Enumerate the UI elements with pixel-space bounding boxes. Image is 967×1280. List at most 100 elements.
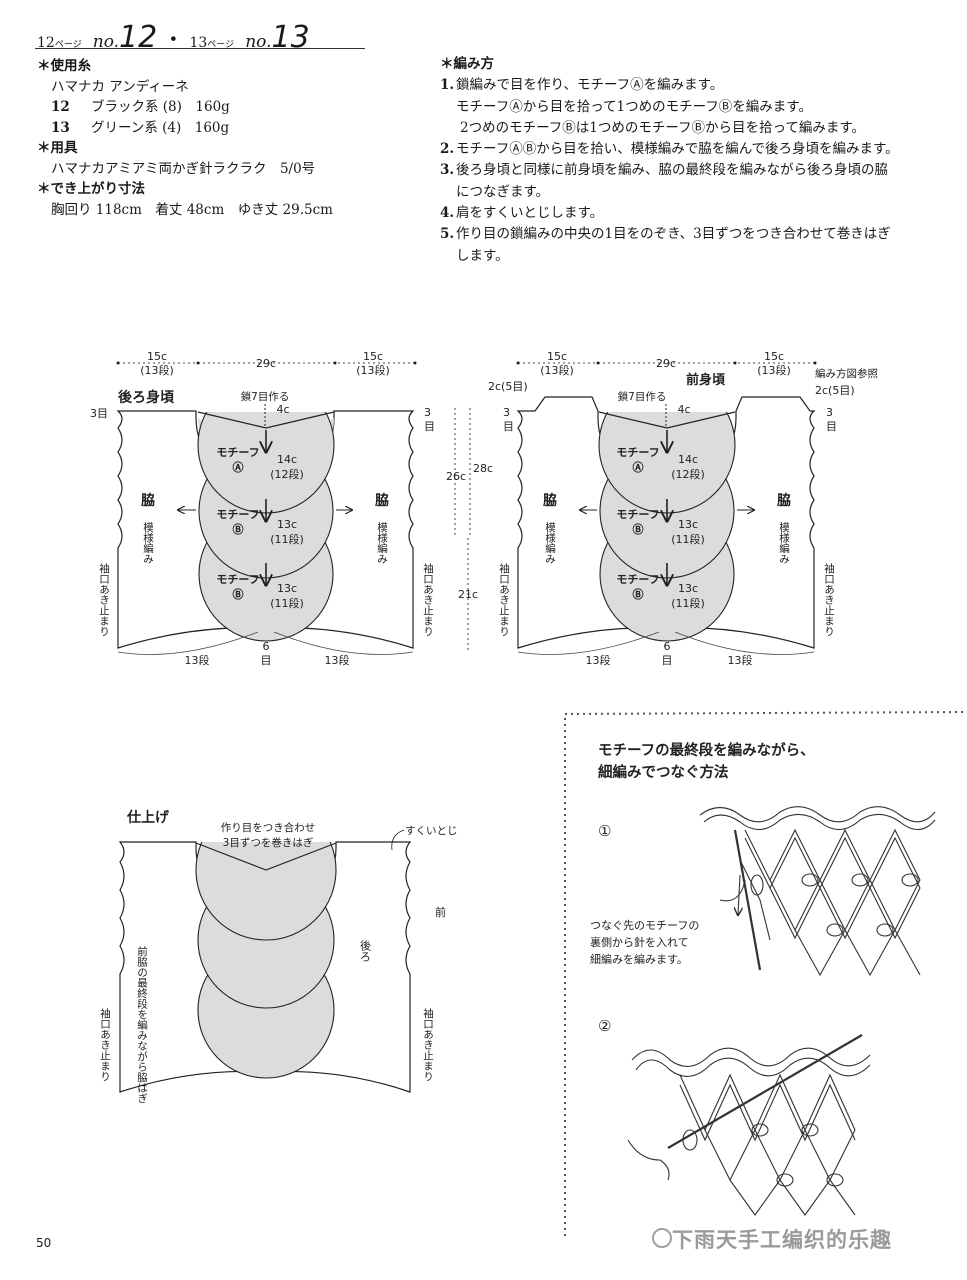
howto-step-2: ② <box>598 1017 611 1035</box>
yarn-row-id: 12 <box>51 99 70 115</box>
front-motif-b2-rows: (11段) <box>671 596 705 610</box>
front-shoulder-right: 2c(5目) <box>815 384 855 397</box>
step-text: 鎖編みで目を作り、モチーフⒶを編みます。 <box>456 77 724 94</box>
back-dim-29: 29c <box>256 357 276 370</box>
front-pattern-ref: 編み方図参照 <box>815 367 878 380</box>
step-number: 2. <box>440 141 455 158</box>
materials-section: ＊使用糸 ハマナカ アンディーネ 12 ブラック系 (8) 160g 13 グリーン… <box>37 56 333 220</box>
step-number: 5. <box>440 226 455 243</box>
back-height-26: 26c <box>446 470 466 483</box>
front-cuff-left: 袖口あき止まり <box>498 562 510 636</box>
howto-desc-2: 裏側から針を入れて <box>590 935 689 949</box>
back-dim-15-left: 15c <box>147 350 167 363</box>
back-bottom-left: 13段 <box>185 653 210 667</box>
back-pattern-right: 模様編み <box>376 522 388 564</box>
back-motif-a-letter: Ⓐ <box>233 460 244 474</box>
back-dim-4: 4c <box>276 403 289 416</box>
crochet-illustration-1 <box>699 806 936 977</box>
back-bottom-center-2: 目 <box>261 654 272 667</box>
instructions-heading: ＊編み方 <box>440 56 494 72</box>
back-motif-a-rows: (12段) <box>270 467 304 481</box>
finishing-diagram: 仕上げ 作り目をつき合わせ 3目ずつを巻きはぎ すくいとじ 前 後ろ 前脇の最終… <box>99 809 458 1104</box>
finish-title: 仕上げ <box>126 809 170 826</box>
step-text: 肩をすくいとじします。 <box>456 205 604 222</box>
back-height-28: 28c <box>473 462 493 475</box>
back-bottom-center-1: 6 <box>263 640 270 653</box>
finish-side-note: 前脇の最終段を編みながら脇はぎ <box>136 945 148 1103</box>
tools-text: ハマナカアミアミ両かぎ針ラクラク 5/0号 <box>51 160 316 177</box>
back-dim-15-left-rows: (13段) <box>140 363 174 377</box>
header-page-suffix-2: ページ <box>207 40 235 50</box>
step-1-line-3: 2つめのモチーフⒷは1つめのモチーフⒷから目を拾って編みます。 <box>460 119 866 136</box>
header-line: 12ページ no.12 ・ 13ページ no.13 <box>37 20 310 55</box>
front-shoulder-left: 2c(5目) <box>488 380 528 393</box>
finish-sukui: すくいとじ <box>405 825 458 837</box>
yarn-row-text: グリーン系 (4) 160g <box>91 119 230 136</box>
howto-desc-1: つなぐ先のモチーフの <box>590 919 699 932</box>
front-motif-a-rows: (12段) <box>671 467 705 481</box>
back-motif-b1-label: モチーフ <box>216 508 259 521</box>
finish-back: 後ろ <box>359 939 372 963</box>
yarn-row-id: 13 <box>51 119 70 136</box>
step-4: 4.肩をすくいとじします。 <box>440 203 940 224</box>
finish-cuff-left: 袖口あき止まり <box>99 1007 111 1081</box>
back-bottom-right: 13段 <box>325 653 350 667</box>
step-text: 後ろ身頃と同様に前身頃を編み、脇の最終段を編みながら後ろ身頃の脇 <box>456 162 888 179</box>
howto-box: モチーフの最終段を編みながら、 細編みでつなぐ方法 ① つなぐ先のモチーフの 裏… <box>564 711 967 1236</box>
step-1-line-2: モチーフⒶから目を拾って1つめのモチーフⒷを編みます。 <box>456 98 812 115</box>
back-chain-label: 鎖7目作る <box>241 390 290 403</box>
yarn-name: ハマナカ アンディーネ <box>51 78 189 95</box>
header-page-suffix-1: ページ <box>54 40 82 50</box>
back-motif-b1-rows: (11段) <box>270 532 304 546</box>
back-title: 後ろ身頃 <box>118 389 175 406</box>
back-right-3b: 目 <box>424 420 435 433</box>
back-height-21: 21c <box>458 588 478 601</box>
header-dot: ・ <box>162 28 185 53</box>
back-motif-b1-letter: Ⓑ <box>233 522 244 536</box>
front-bottom-left: 13段 <box>586 653 611 667</box>
page-number: 50 <box>36 1236 52 1250</box>
back-pattern-left: 模様編み <box>142 522 154 564</box>
back-dim-15-right: 15c <box>363 350 383 363</box>
step-number: 1. <box>440 77 455 94</box>
step-text: モチーフⒶⒷから目を拾い、模様編みで脇を編んで後ろ身頃を編みます。 <box>456 141 899 158</box>
front-dim-15-left: 15c <box>547 350 567 363</box>
back-cuff-left: 袖口あき止まり <box>98 562 110 636</box>
front-motif-b2-label: モチーフ <box>616 573 659 586</box>
front-side-left: 脇 <box>543 492 557 509</box>
front-motif-b1-rows: (11段) <box>671 532 705 546</box>
front-pattern-right: 模様編み <box>778 522 790 564</box>
front-dim-15-left-rows: (13段) <box>540 363 574 377</box>
instructions-section: ＊編み方 1.鎖編みで目を作り、モチーフⒶを編みます。 モチーフⒶから目を拾って… <box>440 54 940 267</box>
howto-title-2: 細編みでつなぐ方法 <box>598 763 729 781</box>
header-pattern-number-1: 12 <box>119 20 158 55</box>
front-motif-a-size: 14c <box>678 453 698 466</box>
back-body-diagram: 15c (13段) 29c 15c (13段) 後ろ身頃 鎖7目作る 4c 3目… <box>90 350 493 667</box>
finish-note-1: 作り目をつき合わせ <box>221 821 316 834</box>
front-motif-b1-label: モチーフ <box>616 508 659 521</box>
howto-title-1: モチーフの最終段を編みながら、 <box>598 741 815 759</box>
front-motif-b1-size: 13c <box>678 518 698 531</box>
step-3: 3.後ろ身頃と同様に前身頃を編み、脇の最終段を編みながら後ろ身頃の脇 <box>440 160 940 181</box>
step-text: 作り目の鎖編みの中央の1目をのぞき、3目ずつをつき合わせて巻きはぎ <box>456 226 891 243</box>
back-motif-a-size: 14c <box>277 453 297 466</box>
yarn-row-13: 13 グリーン系 (4) 160g <box>37 118 333 139</box>
front-title: 前身頃 <box>686 372 726 388</box>
back-right-3a: 3 <box>424 406 431 419</box>
back-motif-b2-size: 13c <box>277 582 297 595</box>
back-left-3: 3目 <box>90 407 108 420</box>
tools-heading: ＊用具 <box>37 140 78 156</box>
front-right-3b: 目 <box>826 420 837 433</box>
step-number: 4. <box>440 205 455 222</box>
back-motif-b2-letter: Ⓑ <box>233 587 244 601</box>
front-motif-b1-letter: Ⓑ <box>633 522 644 536</box>
back-cuff-right: 袖口あき止まり <box>422 562 434 636</box>
front-side-right: 脇 <box>777 492 791 509</box>
front-dim-4: 4c <box>677 403 690 416</box>
back-dim-15-right-rows: (13段) <box>356 363 390 377</box>
watermark: 下雨天手工编织的乐趣 <box>672 1228 892 1252</box>
front-motif-a-label: モチーフ <box>616 446 659 459</box>
front-left-3b: 目 <box>503 420 514 433</box>
yarn-heading: ＊使用糸 <box>37 58 91 74</box>
yarn-row-text: ブラック系 (8) 160g <box>91 99 230 115</box>
